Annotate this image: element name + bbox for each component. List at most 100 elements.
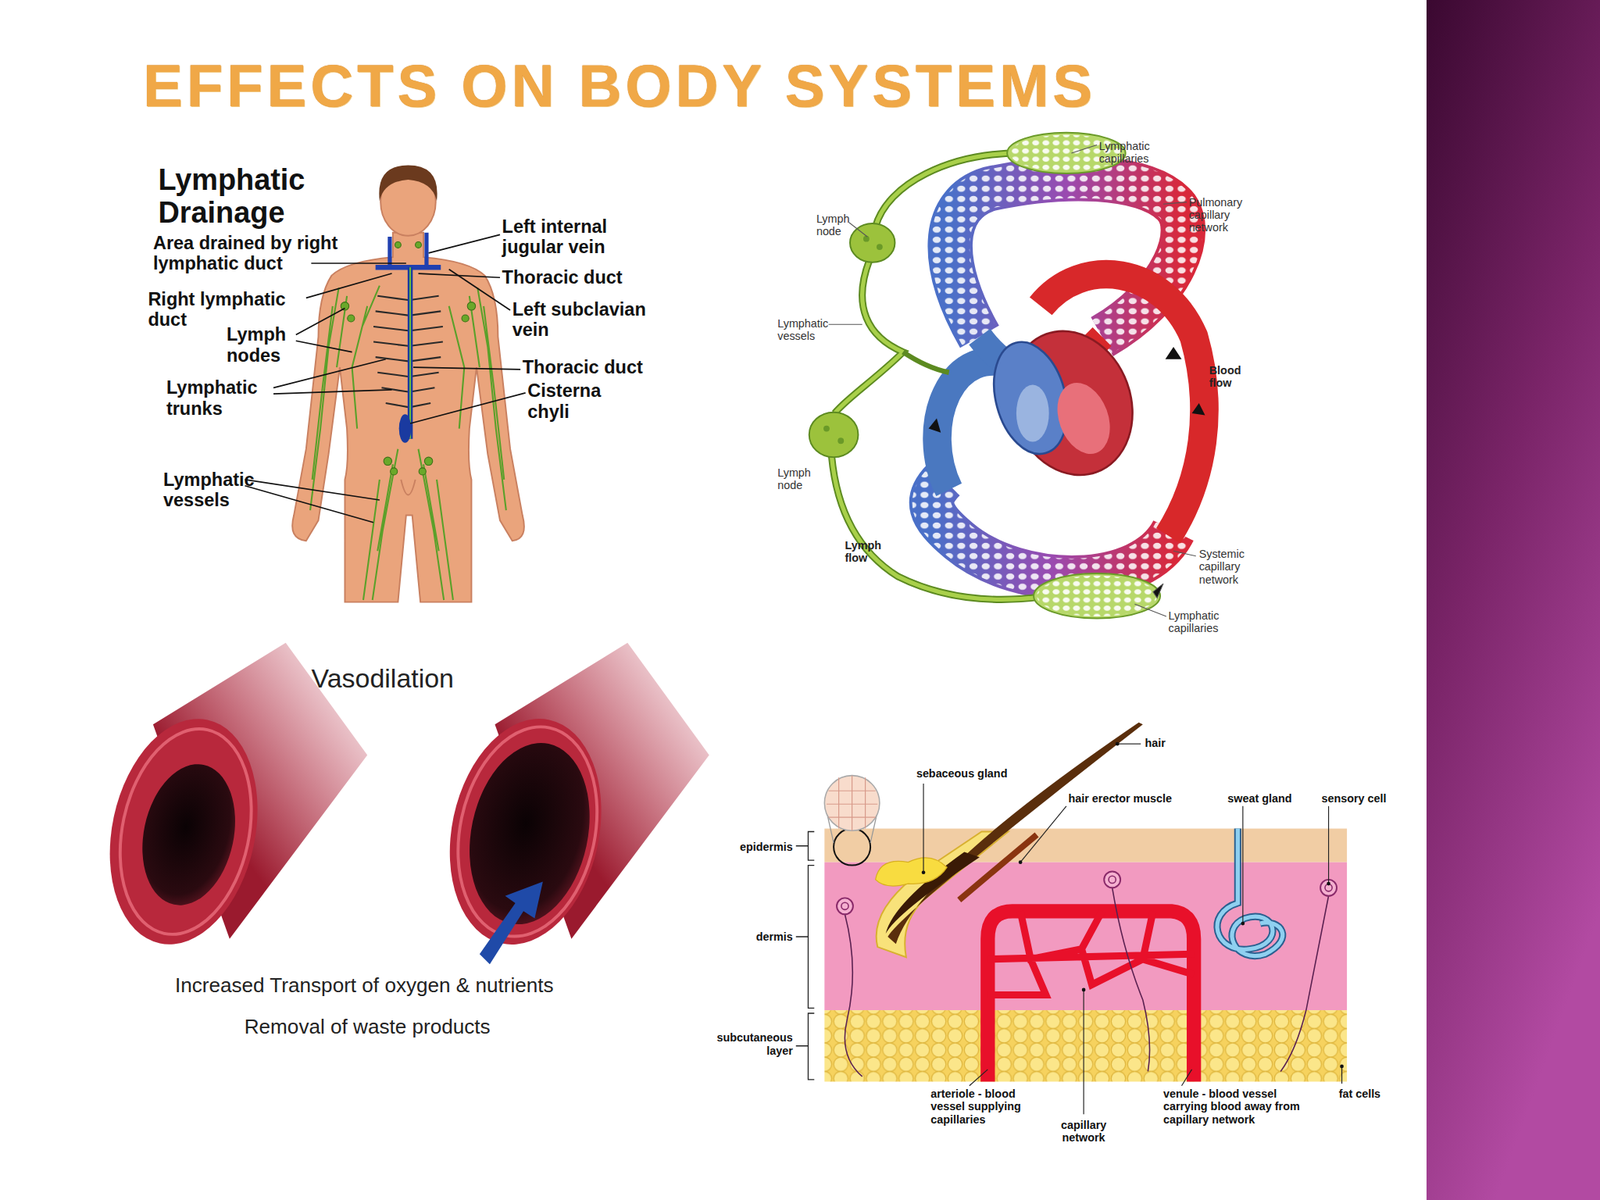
circulation-diagram <box>928 346 1206 433</box>
part-label: Lymphatic trunks <box>166 377 274 419</box>
lymph-node-dots <box>390 467 398 475</box>
side-band <box>1426 0 1600 1200</box>
part-label: Lymphatic capillaries <box>1168 609 1250 635</box>
leader-line <box>296 307 353 352</box>
lymph-node-dots <box>461 314 469 322</box>
veins-and-duct <box>399 414 412 443</box>
blood-vessel-dilated <box>429 704 622 959</box>
layer-bracket <box>796 831 815 1079</box>
leader-line <box>828 324 863 325</box>
part-label: Thoracic duct <box>502 267 676 288</box>
skin-cross-section <box>875 857 947 886</box>
lymph-system <box>823 425 830 433</box>
part-label: arteriole - blood vessel supplying capil… <box>930 1087 1045 1125</box>
leader-line <box>1020 806 1067 863</box>
leader-line <box>1173 550 1197 557</box>
lymph-system <box>809 132 1161 619</box>
circulation-diagram <box>931 479 1174 579</box>
veins-and-duct <box>424 232 429 268</box>
skin-cross-section <box>824 828 1347 863</box>
skin-cross-section <box>987 910 1194 995</box>
veins-and-duct <box>407 267 414 439</box>
layer-bracket <box>796 865 815 1009</box>
flow-label: Blood flow <box>1209 364 1250 390</box>
part-label: venule - blood vessel carrying blood awa… <box>1163 1087 1307 1125</box>
layer-label: epidermis <box>710 840 793 854</box>
leader-line <box>849 222 868 237</box>
blood-vessel-dilated <box>479 881 543 965</box>
part-label: Lymphatic vessels <box>777 317 839 343</box>
leader-dot <box>1326 882 1331 886</box>
skin-cross-section <box>1217 828 1283 957</box>
lymph-system <box>1036 575 1158 617</box>
leader-dot <box>1241 921 1246 926</box>
skin-cross-section <box>1108 875 1116 883</box>
lymph-system <box>850 223 895 263</box>
part-label: sensory cell <box>1321 792 1403 805</box>
part-label: Systemic capillary network <box>1199 547 1263 586</box>
lymph-node-dots <box>418 467 426 475</box>
skin-cross-section <box>959 834 1037 900</box>
leader-line <box>1328 806 1329 884</box>
blood-vessel-normal <box>129 755 247 915</box>
skin-cross-section <box>1217 828 1283 957</box>
skin-cross-section <box>844 887 1329 1077</box>
leader-line <box>244 234 525 522</box>
leader-line <box>923 743 1343 1115</box>
leader-line <box>969 1069 989 1086</box>
lymph-system <box>876 243 883 250</box>
leader-line <box>1134 603 1166 617</box>
leader-line <box>449 269 511 311</box>
part-label: Cisterna chyli <box>527 380 630 422</box>
lymph-node-dots <box>415 242 422 249</box>
leader-line <box>244 479 379 523</box>
part-label: Pulmonary capillary network <box>1189 196 1253 234</box>
leader-dot <box>1115 742 1120 747</box>
skin-cross-section <box>1320 879 1337 897</box>
lymph-system <box>831 153 1041 600</box>
blood-vessel-normal <box>89 704 278 958</box>
part-label: sweat gland <box>1227 792 1309 805</box>
leader-line <box>1181 1069 1192 1086</box>
lymph-node-dots <box>383 457 392 465</box>
part-label: Lymph nodes <box>226 324 308 366</box>
leader-dot <box>1339 1064 1344 1069</box>
skin-cross-section <box>824 775 880 832</box>
veins-and-duct <box>409 267 411 439</box>
part-label: Lymph node <box>777 466 824 492</box>
skin-cross-section <box>836 897 854 915</box>
flow-label: Lymph flow <box>844 539 886 565</box>
circulation-diagram <box>950 178 1183 337</box>
veins-and-duct <box>375 232 442 443</box>
lymph-node-dots <box>394 242 401 249</box>
body-figure <box>400 479 415 496</box>
circulation-diagram <box>1016 384 1050 442</box>
part-label: capillary network <box>1047 1118 1119 1144</box>
lymph-node-dots <box>467 302 475 311</box>
slide-title: EFFECTS ON BODY SYSTEMS <box>142 51 1097 120</box>
lymph-system <box>1033 573 1161 618</box>
figure-heading: Lymphatic Drainage <box>157 163 362 230</box>
lymph-vessels <box>363 449 454 600</box>
part-label: Lymphatic vessels <box>163 469 271 511</box>
circulation-diagram <box>928 178 1206 579</box>
part-label: Area drained by right lymphatic duct <box>153 232 390 275</box>
leader-line <box>273 359 393 394</box>
lymph-node-dots <box>347 314 355 322</box>
lymph-vessels <box>310 287 347 511</box>
lymph-system <box>863 235 870 243</box>
side-band <box>1426 0 1600 1200</box>
leader-line <box>1153 583 1164 598</box>
leader-dot <box>921 742 1344 1068</box>
leader-line <box>1117 743 1141 745</box>
leader-dot <box>1082 988 1086 993</box>
lymph-system <box>903 352 950 373</box>
part-label: Left subclavian vein <box>512 299 676 341</box>
leader-line <box>1163 202 1187 205</box>
lymph-system <box>837 437 844 444</box>
leader-line <box>1341 1066 1343 1084</box>
body-figure <box>292 165 525 603</box>
skin-cross-section <box>887 722 1143 944</box>
effect-note: Increased Transport of oxygen & nutrient… <box>99 974 630 997</box>
